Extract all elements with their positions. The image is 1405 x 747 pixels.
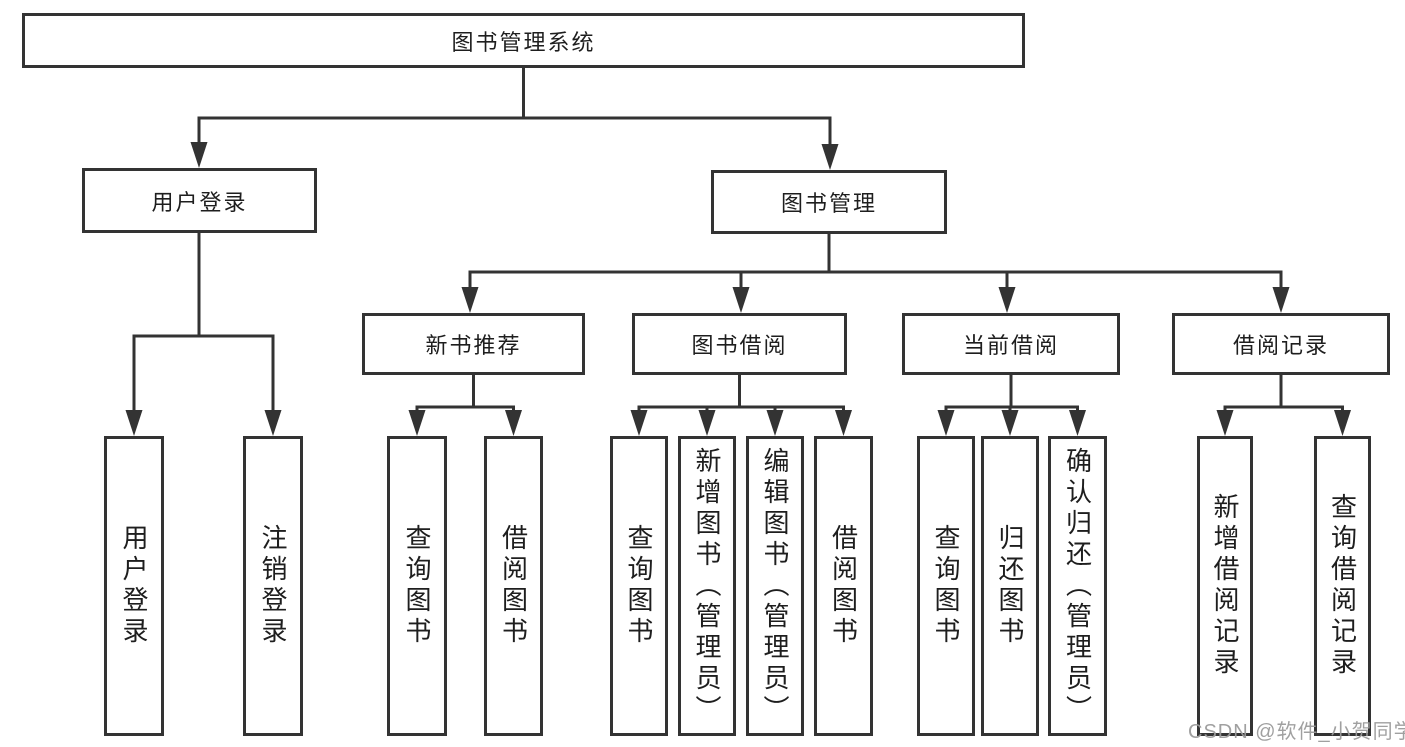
leaf-cb-return-books: 归还图书 <box>981 436 1039 736</box>
arrowheads <box>125 142 1351 436</box>
leaf-logout: 注销登录 <box>243 436 303 736</box>
node-borrowing-records: 借阅记录 <box>1172 313 1390 375</box>
leaf-nb-query-books: 查询图书 <box>387 436 447 736</box>
leaf-br-query-record: 查询借阅记录 <box>1314 436 1371 736</box>
leaf-br-add-record: 新增借阅记录 <box>1197 436 1253 736</box>
node-new-book-recommendation: 新书推荐 <box>362 313 585 375</box>
node-user-login: 用户登录 <box>82 168 317 233</box>
node-root: 图书管理系统 <box>22 13 1025 68</box>
leaf-bb-add-books-admin: 新增图书（管理员） <box>678 436 736 736</box>
connector-lines <box>132 68 1344 412</box>
leaf-cb-query-books: 查询图书 <box>917 436 975 736</box>
csdn-watermark: CSDN @软件_小贺同学 <box>1188 721 1405 743</box>
leaf-bb-borrow-books: 借阅图书 <box>814 436 873 736</box>
node-current-borrowing: 当前借阅 <box>902 313 1120 375</box>
leaf-bb-edit-books-admin: 编辑图书（管理员） <box>746 436 804 736</box>
leaf-cb-confirm-return-admin: 确认归还（管理员） <box>1048 436 1107 736</box>
node-book-borrowing: 图书借阅 <box>632 313 847 375</box>
leaf-user-login: 用户登录 <box>104 436 164 736</box>
node-book-management: 图书管理 <box>711 170 947 234</box>
leaf-nb-borrow-books: 借阅图书 <box>484 436 543 736</box>
leaf-bb-query-books: 查询图书 <box>610 436 668 736</box>
